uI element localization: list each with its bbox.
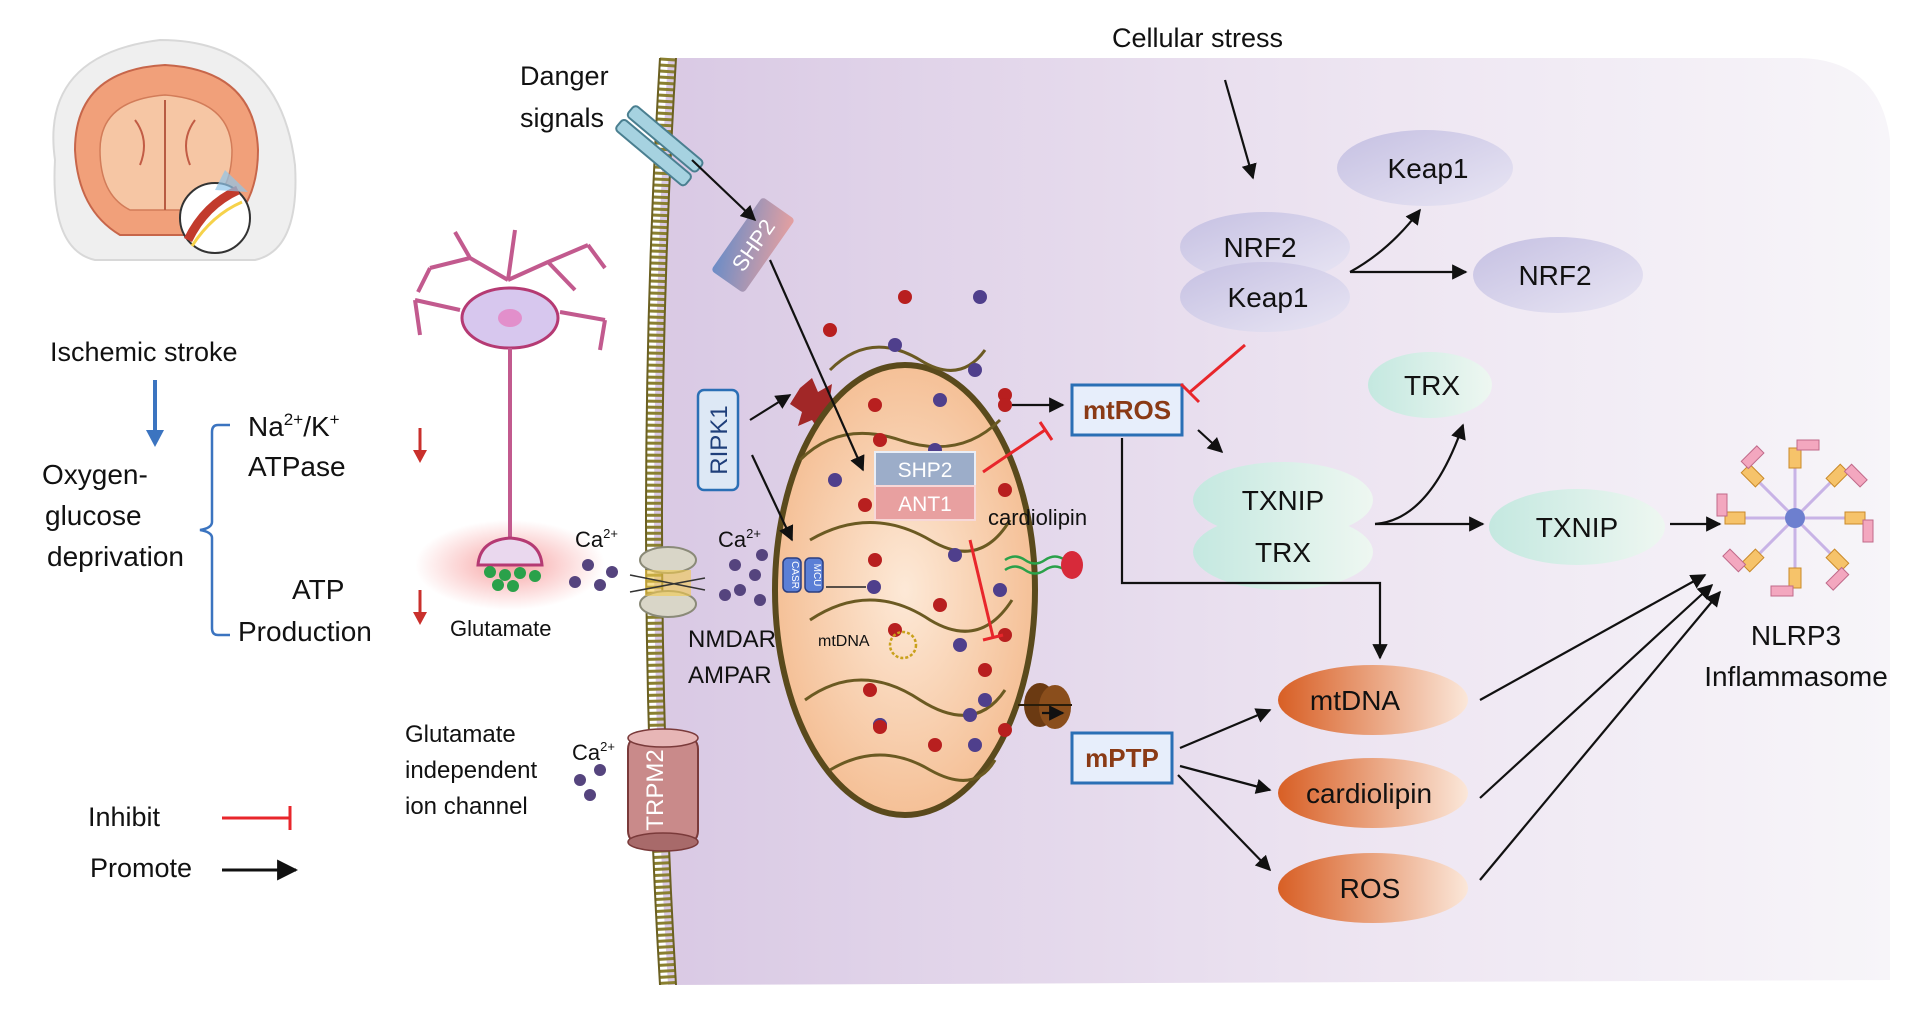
casr-mcu-channel: CASR MCU [782,557,881,594]
keap1-node: Keap1 [1337,130,1513,206]
inhibit-arrows [968,343,1246,642]
ogd-label-line2: glucose [45,500,142,531]
nlrp3-label-line1: NLRP3 [1751,620,1841,651]
svg-text:Keap1: Keap1 [1228,282,1309,313]
neuron-illustration [413,229,607,610]
danger-signals-label-line2: signals [520,103,604,133]
ripk1-box: RIPK1 [696,388,740,492]
svg-text:CASR: CASR [789,561,800,589]
calcium-ions [569,549,768,801]
mito-particles [823,290,1012,752]
ischemic-stroke-label: Ischemic stroke [50,337,238,367]
legend-inhibit-label: Inhibit [88,802,161,832]
ogd-label-line3: deprivation [47,541,184,572]
legend-inhibit-symbol [222,806,292,830]
svg-text:TRX: TRX [1404,370,1460,401]
trpm2-channel: TRPM2 [627,728,699,852]
danger-receptor-icon [615,105,704,187]
svg-text:ROS: ROS [1340,873,1401,904]
svg-text:NRF2: NRF2 [1518,260,1591,291]
nlrp3-inflammasome-icon [1715,439,1875,598]
mtros-box: mtROS [1070,383,1184,437]
mtdna-ring-icon [888,630,918,660]
glutamate-independent-label-line1: Glutamate [405,721,516,748]
svg-text:Keap1: Keap1 [1388,153,1469,184]
trx-node: TRX [1368,352,1492,418]
shp2-ant1-complex: SHP2 ANT1 [874,451,976,521]
svg-text:NRF2: NRF2 [1223,232,1296,263]
ampar-label: AMPAR [688,662,772,689]
svg-text:cardiolipin: cardiolipin [1306,778,1432,809]
ca-label-2: Ca2+ [718,526,761,552]
mtdna-node: mtDNA [1278,665,1468,735]
nlrp3-label-line2: Inflammasome [1704,661,1888,692]
txnip-trx-complex: TXNIP TRX [1193,462,1373,590]
ros-node: ROS [1278,853,1468,923]
nrf2-node: NRF2 [1473,237,1643,313]
danger-signals-label-line1: Danger [520,61,609,91]
brain-illustration [52,38,297,261]
mtdna-small-label: mtDNA [818,633,870,650]
decrease-arrow-icon [413,590,427,625]
svg-text:TXNIP: TXNIP [1536,512,1618,543]
svg-text:TRX: TRX [1255,537,1311,568]
glutamate-independent-label-line2: independent [405,757,537,784]
mptp-box: mPTP [1070,731,1174,785]
svg-text:ANT1: ANT1 [898,493,952,516]
ca-label-1: Ca2+ [575,526,618,552]
svg-text:mtROS: mtROS [1083,395,1171,425]
svg-text:mtDNA: mtDNA [1310,685,1401,716]
down-arrow-icon [146,430,164,447]
glutamate-label: Glutamate [450,616,552,641]
na-k-label: Na2+/K+ [248,410,340,442]
cardiolipin-small-label: cardiolipin [988,505,1087,530]
cardiolipin-node: cardiolipin [1278,758,1468,828]
svg-text:RIPK1: RIPK1 [706,405,733,474]
svg-text:MCU: MCU [811,564,822,587]
promote-arrows [691,79,1722,881]
ogd-label-line1: Oxygen- [42,459,148,490]
cardiolipin-icon [1004,551,1083,579]
nmdar-label: NMDAR [688,626,776,653]
svg-text:TXNIP: TXNIP [1242,485,1324,516]
atpase-label: ATPase [248,451,346,482]
glutamate-independent-label-line3: ion channel [405,793,528,820]
ca-label-3: Ca2+ [572,739,615,765]
svg-text:TRPM2: TRPM2 [642,749,669,830]
txnip-node: TXNIP [1489,489,1665,565]
production-label: Production [238,616,372,647]
atp-label: ATP [292,574,344,605]
cellular-stress-label: Cellular stress [1112,23,1283,53]
nrf2-keap1-complex: NRF2 Keap1 [1180,212,1350,332]
svg-text:SHP2: SHP2 [898,459,953,482]
nmdar-channel [629,546,706,618]
decrease-arrow-icon [413,428,427,463]
svg-text:mPTP: mPTP [1085,743,1159,773]
bracket [199,423,230,637]
legend-promote-label: Promote [90,853,192,883]
